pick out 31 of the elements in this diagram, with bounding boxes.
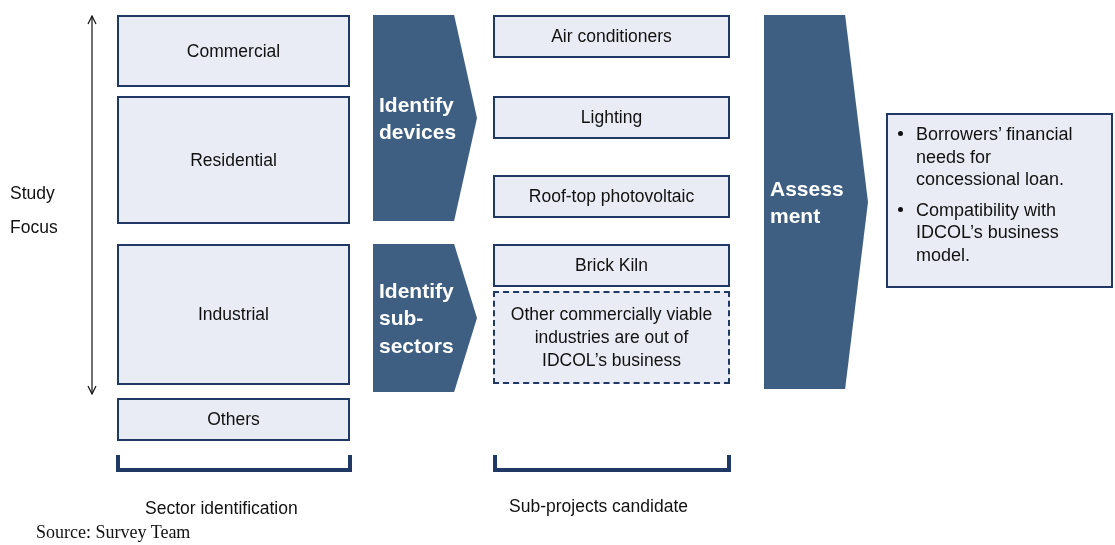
bullet-text: Compatibility with IDCOL’s business model. (916, 198, 1060, 266)
axis-label: Study Focus (10, 182, 59, 239)
process-step (764, 15, 868, 389)
candidate-box (493, 175, 730, 218)
step-label: Identify sub- sectors (378, 278, 455, 359)
result-box (886, 113, 1113, 288)
candidate-box (493, 96, 730, 139)
box-label: Others (206, 408, 261, 431)
box-label: Lighting (579, 106, 644, 129)
step-label: Assess ment (769, 175, 845, 229)
candidate-box (493, 15, 730, 58)
box-label: Other commercially viable industries are out of IDCOL’s business (509, 303, 714, 372)
bullet-text: Borrowers’ financial needs for concessional loan. (916, 123, 1074, 191)
sector-box (117, 96, 350, 224)
box-label: Brick Kiln (574, 254, 649, 277)
step-label: Identify devices (378, 91, 458, 145)
box-label: Roof-top photovoltaic (527, 185, 696, 208)
sector-box (117, 15, 350, 87)
box-label: Industrial (197, 303, 270, 326)
sector-box (117, 398, 350, 441)
dashed-box (493, 291, 730, 384)
box-label: Air conditioners (550, 25, 673, 48)
candidate-box (493, 244, 730, 287)
process-step (373, 15, 477, 221)
column-label: Sub-projects candidate (509, 496, 688, 517)
source-note: Source: Survey Team (36, 522, 191, 543)
box-label: Commercial (185, 39, 282, 63)
process-step (373, 244, 477, 392)
sector-box (117, 244, 350, 385)
column-label: Sector identification (145, 498, 298, 519)
box-label: Residential (189, 148, 278, 172)
